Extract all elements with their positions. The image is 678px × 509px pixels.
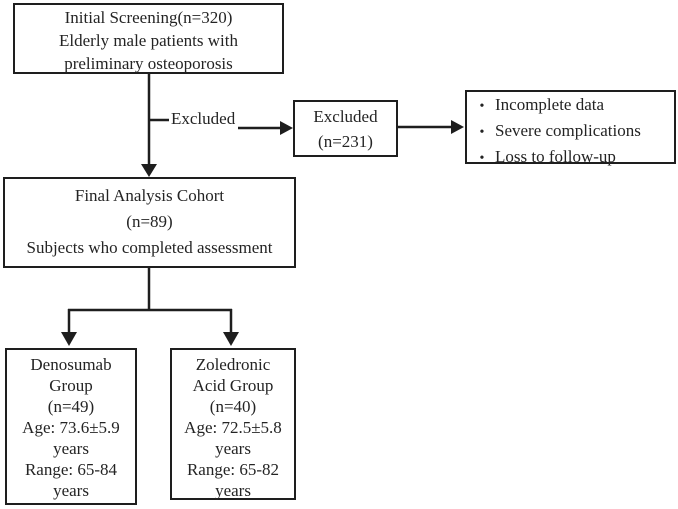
screening-title: Initial Screening(n=320) — [64, 8, 233, 27]
zoledronic-count: (n=40) — [209, 397, 257, 416]
arrowhead-down-zoledronic — [223, 332, 239, 346]
final-analysis-cohort-box: Final Analysis Cohort (n=89) Subjects wh… — [3, 177, 296, 268]
denosumab-age-units: years — [53, 439, 89, 458]
zoledronic-group-box: Zoledronic Acid Group (n=40) Age: 72.5±5… — [170, 348, 296, 500]
cohort-desc: Subjects who completed assessment — [26, 238, 273, 257]
zoledronic-age-units: years — [215, 439, 251, 458]
arrowhead-right-excluded — [280, 121, 293, 135]
bullet-icon: • — [479, 125, 485, 140]
denosumab-range-units: years — [53, 481, 89, 500]
reason-text-1: Incomplete data — [495, 95, 605, 114]
reason-item: • Severe complications — [467, 119, 674, 145]
zoledronic-name-2: Acid Group — [192, 376, 274, 395]
screening-desc-1: Elderly male patients with — [59, 31, 238, 50]
excluded-count: (n=231) — [318, 132, 373, 151]
zoledronic-age: Age: 72.5±5.8 — [184, 418, 282, 437]
cohort-title: Final Analysis Cohort — [74, 186, 225, 205]
excluded-title: Excluded — [313, 107, 378, 126]
bullet-icon: • — [479, 151, 485, 166]
excluded-box: Excluded (n=231) — [293, 100, 398, 157]
excluded-branch-label: Excluded — [169, 109, 238, 129]
denosumab-group-box: Denosumab Group (n=49) Age: 73.6±5.9 yea… — [5, 348, 137, 505]
cohort-count: (n=89) — [126, 212, 173, 231]
reason-text-2: Severe complications — [495, 121, 641, 140]
bullet-icon: • — [479, 99, 485, 114]
screening-desc-2: preliminary osteoporosis — [64, 54, 233, 73]
denosumab-name-1: Denosumab — [30, 355, 112, 374]
reason-item: • Loss to follow-up — [467, 145, 674, 171]
arrowhead-down-cohort — [141, 164, 157, 177]
zoledronic-range: Range: 65-82 — [186, 460, 280, 479]
initial-screening-box: Initial Screening(n=320) Elderly male pa… — [13, 3, 284, 74]
exclusion-reasons-box: • Incomplete data • Severe complications… — [465, 90, 676, 166]
arrowhead-down-denosumab — [61, 332, 77, 346]
arrowhead-right-reasons — [451, 120, 464, 134]
zoledronic-range-units: years — [215, 481, 251, 500]
denosumab-range: Range: 65-84 — [24, 460, 118, 479]
denosumab-age: Age: 73.6±5.9 — [22, 418, 120, 437]
denosumab-name-2: Group — [49, 376, 93, 395]
zoledronic-name-1: Zoledronic — [195, 355, 271, 374]
reason-text-3: Loss to follow-up — [495, 147, 616, 166]
reason-item: • Incomplete data — [467, 93, 674, 119]
denosumab-count: (n=49) — [47, 397, 95, 416]
